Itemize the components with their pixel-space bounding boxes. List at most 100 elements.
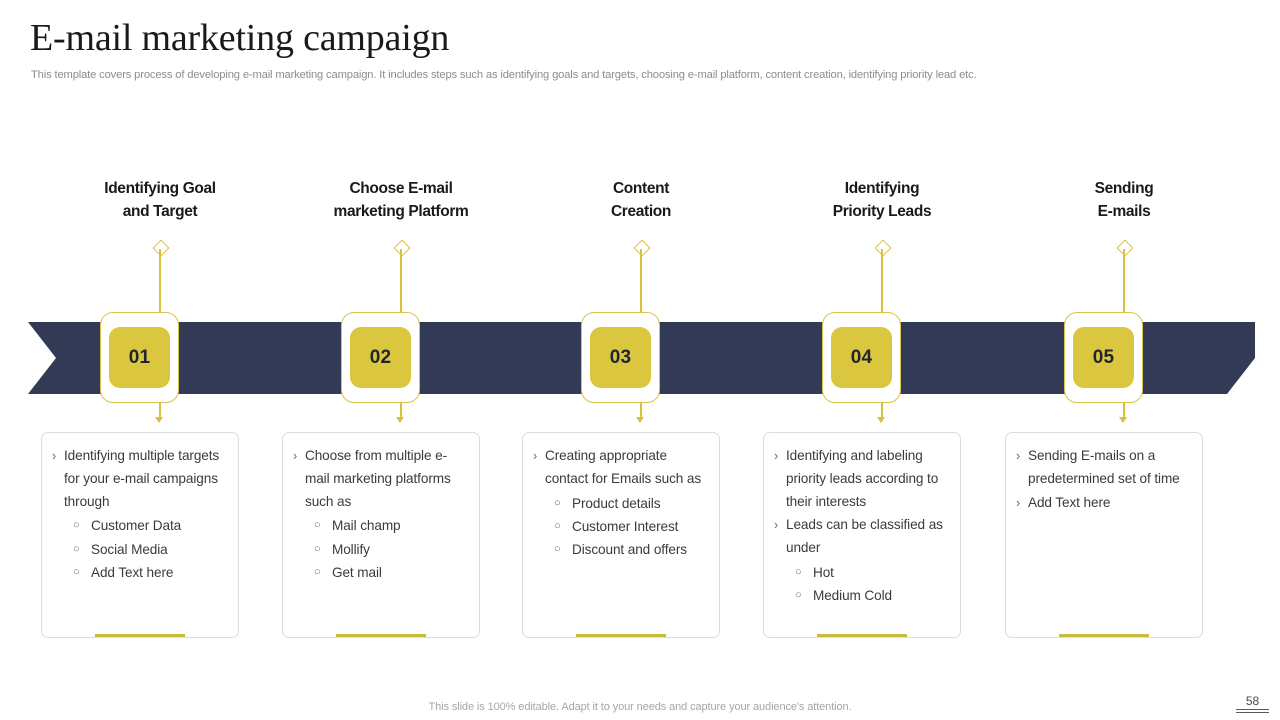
card-accent-bar — [576, 634, 666, 637]
list-item: › Add Text here — [1014, 492, 1192, 515]
list-item-text: Social Media — [91, 541, 168, 557]
step-heading-line: and Target — [122, 203, 198, 220]
list-item-text: Add Text here — [91, 565, 174, 581]
footer-note: This slide is 100% editable. Adapt it to… — [428, 701, 852, 713]
step-heading-line: Sending — [1094, 180, 1154, 197]
step-heading-line: Identifying Goal — [104, 180, 216, 197]
step-column: Choose E-mail marketing Platform 02 ›Choose… — [281, 0, 521, 720]
step-detail-card[interactable]: › Identifying and labeling priority leads… — [763, 432, 961, 638]
step-detail-card[interactable]: › Creating appropriate contact for Emails… — [522, 432, 720, 638]
page-number-rule-top — [1236, 709, 1269, 710]
step-heading: Identifying Goal and Target — [40, 177, 280, 223]
list-item-text: Customer Data — [91, 518, 182, 534]
card-body: › Creating appropriate contact for Emails… — [523, 433, 719, 562]
chevron-bullet-icon: › — [52, 449, 57, 463]
circle-bullet-icon: ○ — [73, 542, 80, 555]
card-accent-bar — [817, 634, 907, 637]
step-number-badge[interactable]: 01 — [109, 327, 170, 388]
list-item: ○Mollify — [291, 538, 469, 561]
connector-line-bottom — [881, 398, 883, 420]
list-item: ○Customer Interest — [531, 515, 709, 538]
list-item-text: Sending E-mails on a predetermined set o… — [1028, 448, 1180, 486]
connector-line-top — [1123, 249, 1125, 313]
list-item: › Sending E-mails on a predetermined set … — [1014, 445, 1192, 491]
list-item-text: Customer Interest — [572, 519, 679, 534]
list-item-text: Mollify — [332, 541, 370, 557]
card-accent-bar — [1059, 634, 1149, 637]
connector-line-bottom — [1123, 398, 1125, 420]
circle-bullet-icon: ○ — [314, 519, 321, 532]
circle-bullet-icon: ○ — [314, 566, 321, 579]
list-item: › Identifying and labeling priority leads… — [772, 445, 950, 513]
card-accent-bar — [336, 634, 426, 637]
circle-bullet-icon: ○ — [73, 519, 80, 532]
step-heading-line: E-mails — [1097, 203, 1151, 220]
list-item-text: Add Text here — [1028, 494, 1111, 510]
page-number: 58 — [1245, 694, 1260, 708]
step-number-badge[interactable]: 03 — [590, 327, 651, 388]
connector-arrow-icon — [155, 417, 164, 423]
card-body: ›Choose from multiple e-mail marketing p… — [283, 433, 479, 585]
page-number-rule-bottom — [1236, 712, 1269, 713]
circle-bullet-icon: ○ — [795, 565, 802, 578]
connector-line-top — [400, 249, 402, 313]
connector-line-bottom — [640, 398, 642, 420]
list-item: › Leads can be classified as under — [772, 514, 950, 560]
list-item: ○ Add Text here — [50, 561, 228, 584]
list-item: ○Get mail — [291, 561, 469, 584]
list-item: ○ Customer Data — [50, 514, 228, 537]
list-item-text: Medium Cold — [813, 588, 892, 604]
step-detail-card[interactable]: › Identifying multiple targets for your e… — [41, 432, 239, 638]
list-item-text: Leads can be classified as under — [786, 517, 943, 556]
list-item-text: Creating appropriate contact for Emails … — [545, 448, 702, 486]
connector-arrow-icon — [877, 417, 886, 423]
list-item: ○Product details — [531, 492, 709, 515]
step-column: Identifying Goal and Target 01 › Identifying… — [40, 0, 280, 720]
chevron-bullet-icon: › — [774, 449, 779, 463]
chevron-bullet-icon: › — [533, 449, 538, 463]
step-heading-line: marketing Platform — [333, 203, 469, 220]
step-detail-card[interactable]: ›Choose from multiple e-mail marketing p… — [282, 432, 480, 638]
step-number-badge[interactable]: 04 — [831, 327, 892, 388]
step-heading-line: Priority Leads — [832, 203, 932, 220]
connector-arrow-icon — [636, 417, 645, 423]
connector-arrow-icon — [1119, 417, 1128, 423]
list-item: ○ Medium Cold — [772, 584, 950, 607]
step-heading-line: Creation — [610, 203, 672, 220]
connector-line-bottom — [400, 398, 402, 420]
list-item: › Identifying multiple targets for your e… — [50, 445, 228, 513]
connector-arrow-icon — [396, 417, 405, 423]
list-item-text: Hot — [813, 564, 834, 580]
step-number-badge[interactable]: 02 — [350, 327, 411, 388]
list-item: ○ Hot — [772, 561, 950, 584]
list-item-text: Identifying multiple targets for your e-… — [64, 448, 220, 509]
connector-line-bottom — [159, 398, 161, 420]
circle-bullet-icon: ○ — [795, 589, 802, 602]
connector-line-top — [640, 249, 642, 313]
list-item: › Creating appropriate contact for Emails… — [531, 445, 709, 491]
step-heading-line: Choose E-mail — [349, 180, 453, 197]
list-item: ○Mail champ — [291, 514, 469, 537]
list-item: ○Discount and offers — [531, 538, 709, 561]
list-item-text: Identifying and labeling priority leads … — [786, 448, 939, 509]
step-number-badge[interactable]: 05 — [1073, 327, 1134, 388]
connector-line-top — [159, 249, 161, 313]
circle-bullet-icon: ○ — [73, 566, 80, 579]
circle-bullet-icon: ○ — [554, 496, 561, 509]
chevron-bullet-icon: › — [774, 518, 779, 533]
step-detail-card[interactable]: › Sending E-mails on a predetermined set … — [1005, 432, 1203, 638]
card-accent-bar — [95, 634, 185, 637]
step-heading: Choose E-mail marketing Platform — [281, 177, 521, 223]
chevron-bullet-icon: › — [1016, 449, 1021, 463]
chevron-bullet-icon: › — [1016, 495, 1021, 510]
step-heading-line: Identifying — [844, 180, 920, 197]
page-subtitle: This template covers process of developi… — [31, 69, 977, 81]
step-heading-line: Content — [612, 180, 670, 197]
list-item-text: Discount and offers — [572, 542, 687, 558]
